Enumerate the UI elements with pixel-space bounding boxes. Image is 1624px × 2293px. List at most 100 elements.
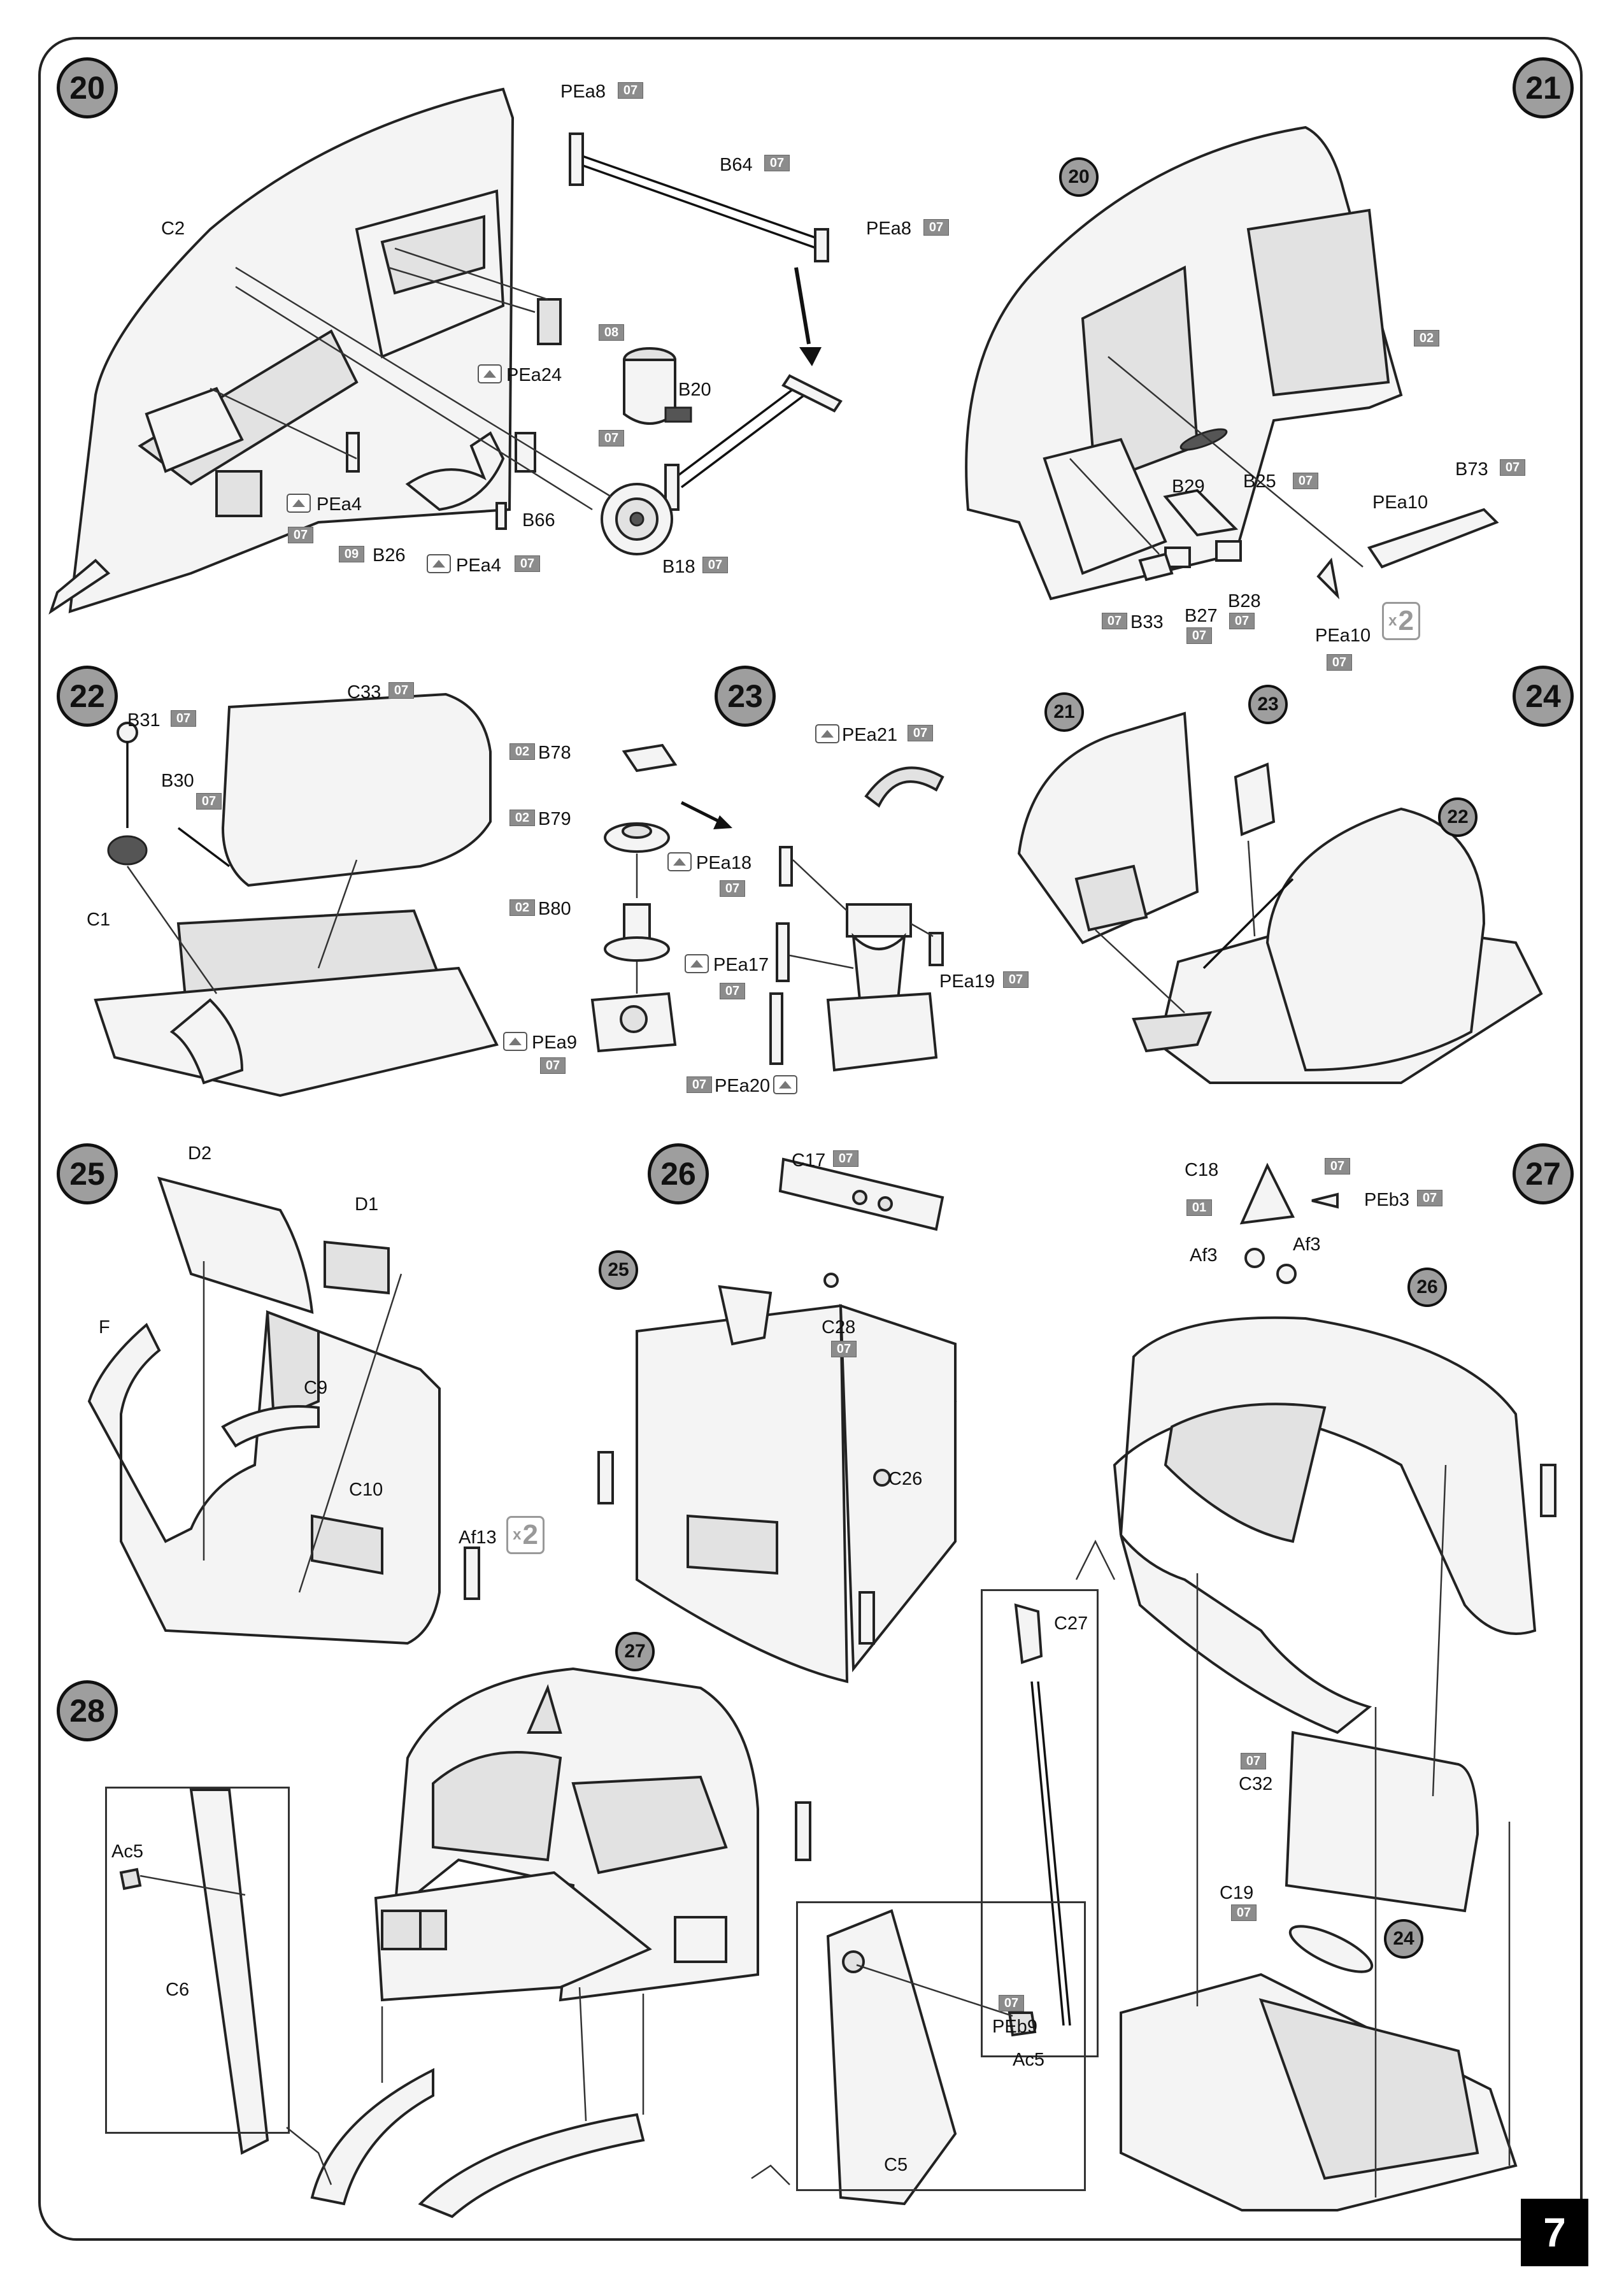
label-af3-left: Af3 bbox=[1190, 1245, 1218, 1266]
ref-step-21-badge: 21 bbox=[1044, 692, 1084, 732]
photo-etch-icon bbox=[503, 1032, 527, 1051]
code-b30: 07 bbox=[196, 793, 222, 810]
label-b64: B64 bbox=[720, 155, 753, 175]
photo-etch-icon bbox=[478, 364, 502, 383]
label-c19: C19 bbox=[1220, 1883, 1254, 1903]
code-b25: 07 bbox=[1293, 473, 1318, 489]
ref-step-27-badge: 27 bbox=[615, 1632, 655, 1671]
label-b80: B80 bbox=[538, 899, 571, 919]
label-b20: B20 bbox=[678, 380, 711, 400]
label-c6: C6 bbox=[166, 1980, 190, 2000]
detail-inset-c6 bbox=[105, 1787, 290, 2134]
label-b31: B31 bbox=[127, 710, 160, 731]
code-c18-a: 07 bbox=[1325, 1158, 1350, 1175]
label-c9: C9 bbox=[304, 1378, 328, 1398]
photo-etch-icon bbox=[773, 1075, 797, 1094]
code-b31: 07 bbox=[171, 710, 196, 727]
label-ac5-left: Ac5 bbox=[111, 1841, 143, 1862]
ref-step-22-badge: 22 bbox=[1438, 797, 1478, 837]
code-pea20: 07 bbox=[687, 1076, 712, 1093]
code-pea4-left: 07 bbox=[288, 527, 313, 543]
label-pea20: PEa20 bbox=[715, 1076, 771, 1096]
label-c17: C17 bbox=[792, 1150, 826, 1171]
label-b30: B30 bbox=[161, 771, 194, 791]
code-pea10: 07 bbox=[1327, 654, 1352, 671]
label-b66: B66 bbox=[522, 510, 555, 531]
code-b64: 07 bbox=[764, 155, 790, 171]
step-25-badge: 25 bbox=[57, 1143, 118, 1204]
step-23-badge: 23 bbox=[715, 666, 776, 727]
code-pea8-top: 07 bbox=[618, 82, 643, 99]
inset-c5-art bbox=[751, 1909, 1037, 2206]
code-pea17: 07 bbox=[720, 983, 745, 999]
code-s21-panel: 02 bbox=[1414, 330, 1439, 346]
ref-step-25-badge: 25 bbox=[599, 1250, 638, 1290]
code-pea4-right: 07 bbox=[515, 555, 540, 572]
step-28-badge: 28 bbox=[57, 1680, 118, 1741]
ref-step-20-badge: 20 bbox=[1059, 157, 1099, 197]
step-21-art bbox=[965, 125, 1499, 601]
label-peb9: PEb9 bbox=[992, 2017, 1037, 2037]
code-pea19: 07 bbox=[1003, 971, 1029, 988]
label-b33: B33 bbox=[1130, 612, 1164, 632]
ref-step-26-badge: 26 bbox=[1407, 1268, 1447, 1307]
label-ac5-right: Ac5 bbox=[1013, 2050, 1044, 2070]
photo-etch-icon bbox=[815, 724, 839, 743]
code-c33: 07 bbox=[388, 682, 414, 699]
label-b26: B26 bbox=[373, 545, 406, 566]
step-20-art bbox=[48, 87, 843, 615]
label-b18: B18 bbox=[662, 557, 695, 577]
label-pea4-right: PEa4 bbox=[456, 555, 501, 576]
label-b73: B73 bbox=[1455, 459, 1488, 480]
code-b20: 07 bbox=[599, 430, 624, 446]
label-pea21: PEa21 bbox=[842, 725, 898, 745]
code-peb9: 07 bbox=[999, 1995, 1024, 2011]
label-pea19: PEa19 bbox=[939, 971, 995, 992]
code-b26: 09 bbox=[339, 546, 364, 562]
code-b80: 02 bbox=[509, 899, 535, 916]
label-c2: C2 bbox=[161, 218, 185, 239]
photo-etch-icon bbox=[287, 494, 311, 513]
label-c32: C32 bbox=[1239, 1774, 1273, 1794]
label-b27: B27 bbox=[1185, 606, 1218, 626]
step-25-art bbox=[87, 1176, 480, 1645]
label-c27: C27 bbox=[1054, 1613, 1088, 1634]
label-c1: C1 bbox=[87, 910, 111, 930]
label-d2: D2 bbox=[188, 1143, 212, 1164]
label-pea4-left: PEa4 bbox=[317, 494, 362, 515]
code-b28: 07 bbox=[1229, 613, 1255, 629]
label-peb3: PEb3 bbox=[1364, 1190, 1409, 1210]
label-c33: C33 bbox=[347, 682, 381, 703]
code-b18: 07 bbox=[702, 557, 728, 573]
step-23-art bbox=[590, 743, 944, 1072]
code-b79: 02 bbox=[509, 810, 535, 826]
label-pea8-right: PEa8 bbox=[866, 218, 911, 239]
code-c17: 07 bbox=[833, 1150, 858, 1167]
code-b78: 02 bbox=[509, 743, 535, 760]
detail-inset-c5 bbox=[796, 1901, 1086, 2191]
ref-step-24-badge: 24 bbox=[1384, 1919, 1423, 1959]
label-pea8-top: PEa8 bbox=[560, 82, 606, 102]
code-pea21: 07 bbox=[908, 725, 933, 741]
step-26-art bbox=[597, 1157, 957, 1683]
label-b28: B28 bbox=[1228, 591, 1261, 611]
code-c18-b: 01 bbox=[1186, 1199, 1212, 1216]
label-pea9: PEa9 bbox=[532, 1032, 577, 1053]
label-pea17: PEa17 bbox=[713, 955, 769, 975]
code-peb3: 07 bbox=[1417, 1190, 1442, 1206]
code-b20-top: 08 bbox=[599, 324, 624, 341]
label-c5: C5 bbox=[884, 2155, 908, 2175]
step-27-art bbox=[1113, 1162, 1556, 2211]
code-b27: 07 bbox=[1186, 627, 1212, 644]
code-pea18: 07 bbox=[720, 880, 745, 897]
inset-c6-art bbox=[119, 1789, 332, 2185]
label-pea10-bottom: PEa10 bbox=[1315, 625, 1371, 646]
step-24-badge: 24 bbox=[1513, 666, 1574, 727]
code-b33: 07 bbox=[1102, 613, 1127, 629]
step-26-badge: 26 bbox=[648, 1143, 709, 1204]
label-c18: C18 bbox=[1185, 1160, 1219, 1180]
step-22-art bbox=[94, 692, 499, 1097]
label-b25: B25 bbox=[1243, 471, 1276, 492]
step-20-badge: 20 bbox=[57, 57, 118, 118]
